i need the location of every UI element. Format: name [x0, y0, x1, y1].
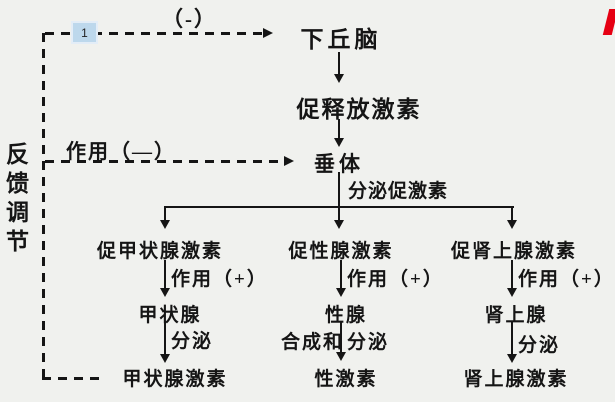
pituitary-node: 垂体 [314, 152, 364, 176]
secrete-label-gonad: 分泌 [347, 332, 390, 353]
negative-feedback-sign: （-） [162, 7, 217, 31]
arrowhead-to-hypothalamus-icon [263, 28, 273, 38]
feedback-dashed-arrow-top [45, 32, 263, 35]
red-corner-decoration [602, 9, 615, 35]
synthesis-label-gonad: 合成和 [281, 332, 345, 353]
arrowhead-down-icon [160, 354, 170, 363]
feedback-dashed-line-bottom [42, 377, 100, 380]
effect-positive-label-gonad: 作用（+） [347, 269, 444, 290]
arrow-acth-to-adrenal [511, 260, 513, 290]
arrowhead-down-icon [507, 220, 517, 229]
acth-label: 促肾上腺激素 [450, 241, 578, 262]
feedback-dashed-arrow-mid [45, 160, 285, 163]
arrowhead-down-icon [507, 354, 517, 363]
secrete-label-thyroid: 分泌 [171, 331, 214, 352]
feedback-regulation-label: 反馈调节 [6, 142, 31, 254]
arrow-thyroid-secretes [164, 322, 166, 356]
arrowhead-down-icon [336, 288, 346, 297]
sex-hormone-label: 性激素 [314, 369, 378, 390]
pituitary-stem-line [338, 172, 340, 208]
branch-arrow-thyroid [164, 206, 166, 222]
annotation-badge-1[interactable]: 1 [71, 21, 98, 44]
secrete-label-adrenal: 分泌 [518, 335, 561, 356]
arrowhead-down-icon [334, 74, 344, 83]
tsh-label: 促甲状腺激素 [96, 241, 224, 262]
adrenal-hormone-label: 肾上腺激素 [463, 369, 569, 390]
arrow-gth-to-gonad [340, 260, 342, 290]
arrow-gonad-secretes [340, 322, 342, 354]
arrowhead-down-icon [334, 138, 344, 147]
arrowhead-down-icon [336, 352, 346, 361]
arrow-releasing-hormone-to-pituitary [338, 119, 340, 140]
arrow-tsh-to-thyroid [164, 260, 166, 290]
arrow-adrenal-secretes [511, 322, 513, 356]
branch-arrow-gonad [338, 206, 340, 222]
thyroid-hormone-label: 甲状腺激素 [122, 369, 228, 390]
effect-positive-label-adrenal: 作用（+） [518, 269, 615, 290]
effect-positive-label-thyroid: 作用（+） [171, 269, 268, 290]
hypothalamus-node: 下丘脑 [300, 27, 382, 52]
arrowhead-down-icon [160, 288, 170, 297]
gonad-label: 性腺 [324, 305, 368, 326]
branch-arrow-adrenal [511, 206, 513, 222]
releasing-hormone-node: 促释放激素 [296, 97, 422, 122]
adrenal-label: 肾上腺 [484, 305, 548, 326]
arrowhead-to-pituitary-icon [284, 156, 294, 166]
gonadotropin-label: 促性腺激素 [288, 241, 394, 262]
feedback-dashed-line-vertical [42, 33, 45, 380]
arrowhead-down-icon [507, 288, 517, 297]
secretes-tropic-hormone-label: 分泌促激素 [348, 181, 449, 202]
arrowhead-down-icon [160, 220, 170, 229]
effect-negative-label: 作用（—） [66, 141, 176, 163]
arrowhead-down-icon [334, 220, 344, 229]
arrow-hypothalamus-to-releasing-hormone [338, 52, 340, 76]
thyroid-label: 甲状腺 [138, 305, 202, 326]
